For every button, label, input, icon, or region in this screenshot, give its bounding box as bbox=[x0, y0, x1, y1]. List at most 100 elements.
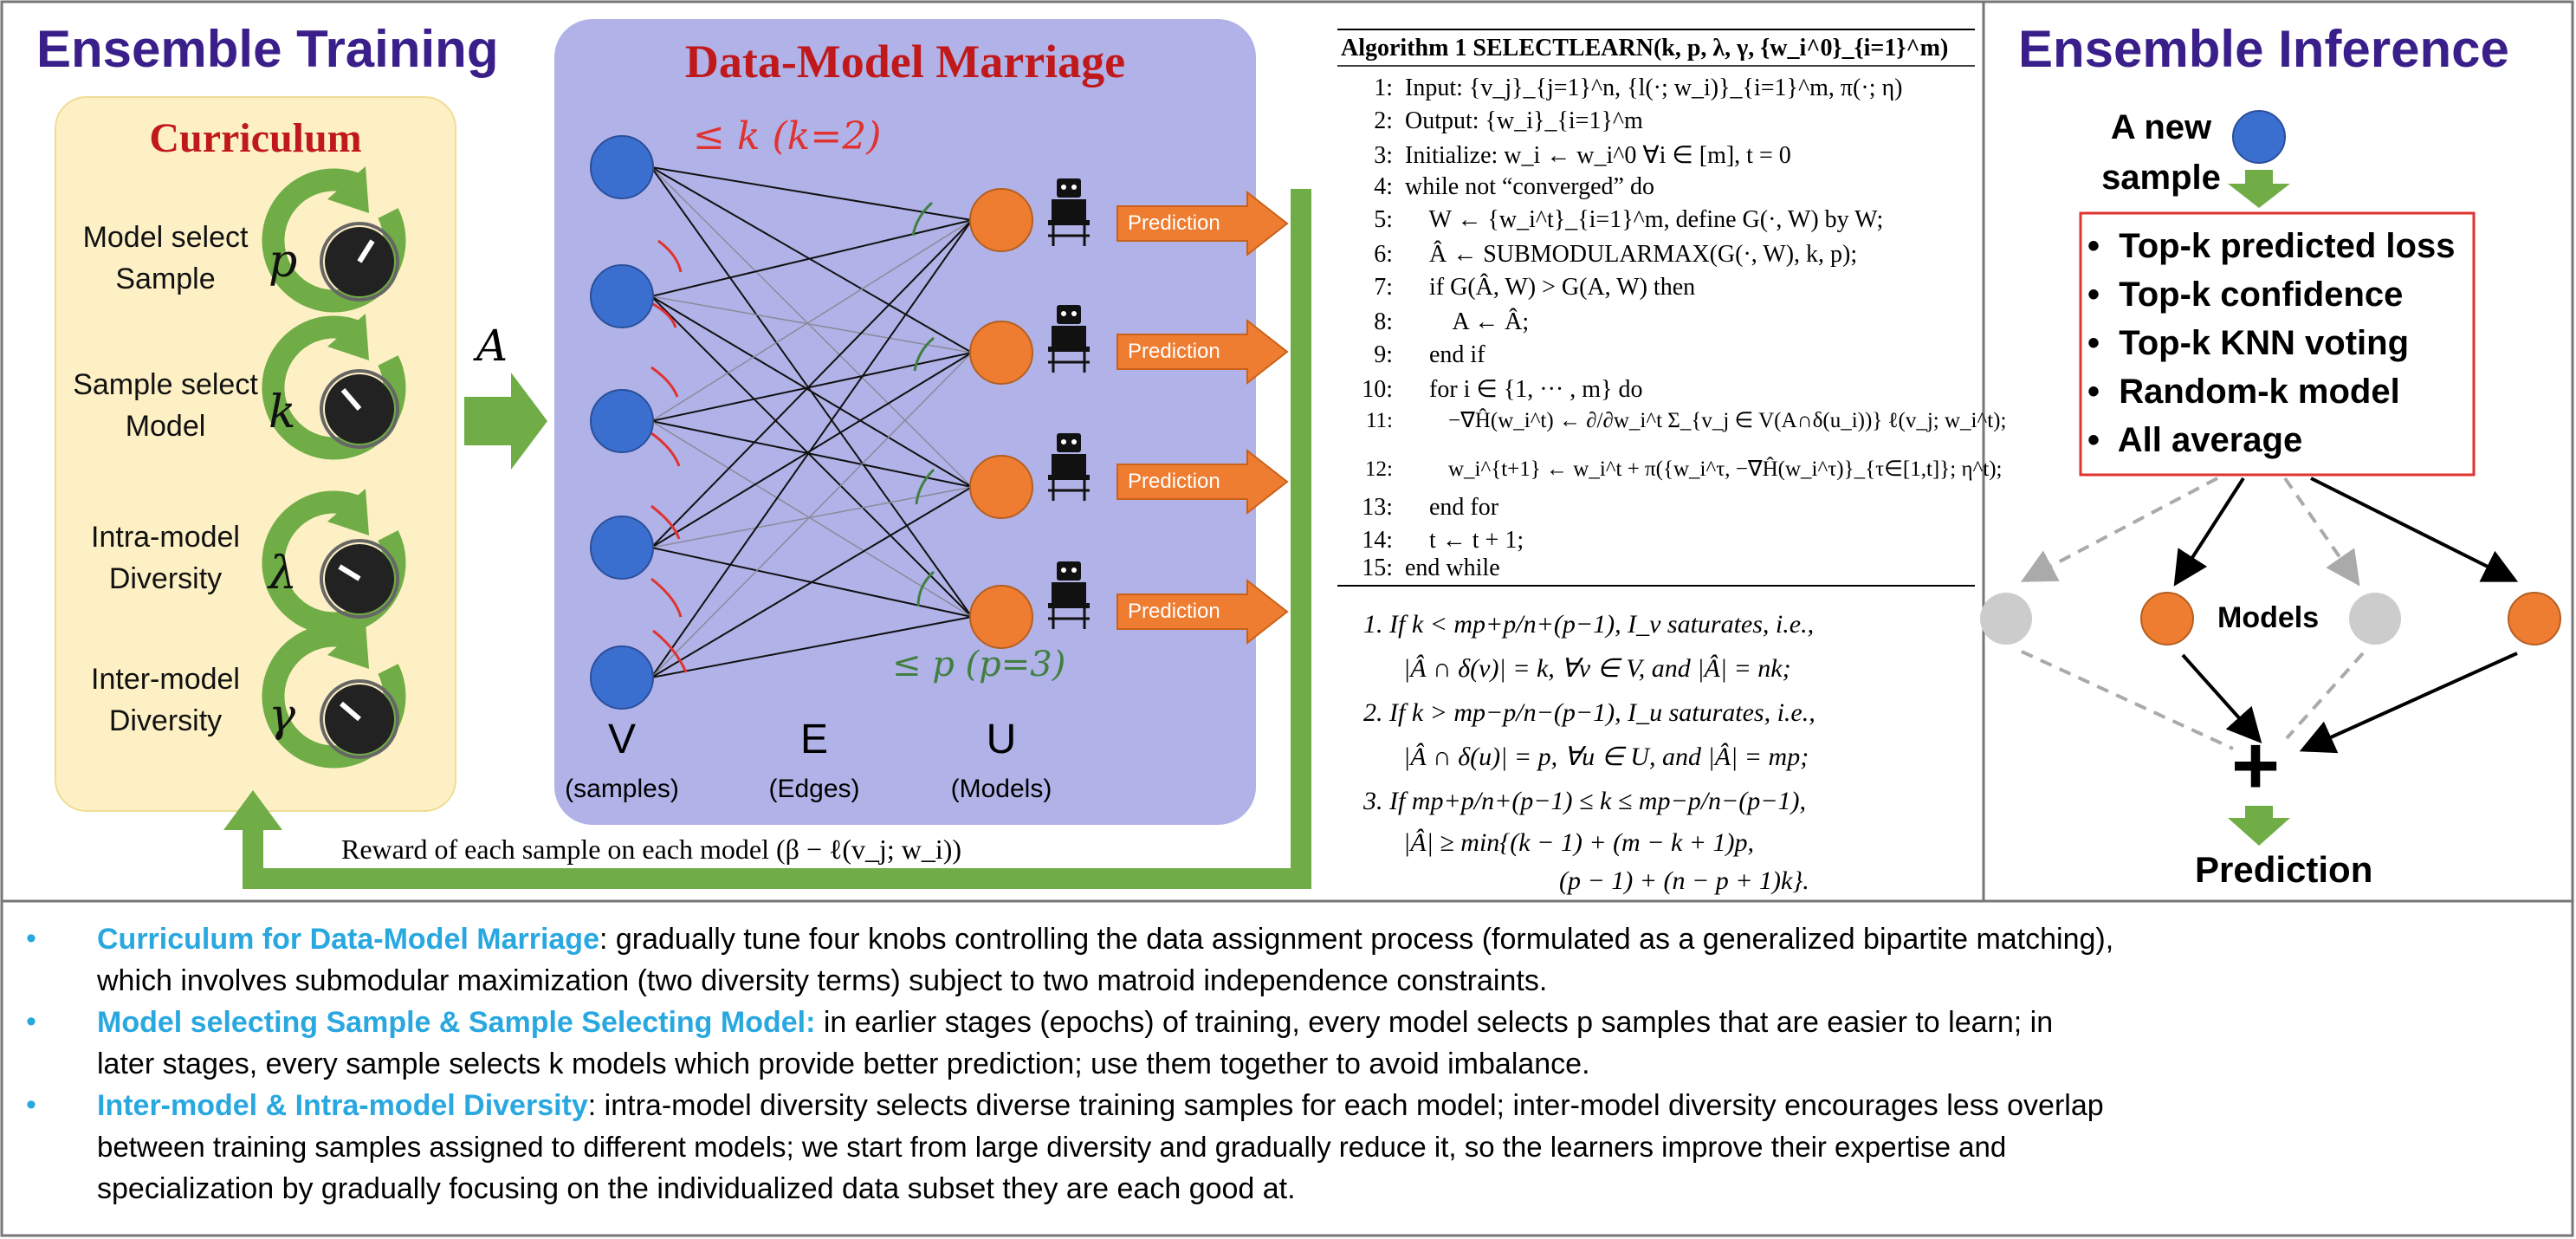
active-model-node bbox=[2508, 592, 2561, 645]
edge bbox=[650, 616, 973, 678]
prediction-arrow bbox=[1116, 448, 1289, 516]
algorithm-title: Algorithm 1 SELECTLEARN(k, p, λ, γ, {w_i… bbox=[1341, 35, 1949, 62]
model-node bbox=[969, 455, 1033, 519]
algo-line: 11: −∇Ĥ(w_i^t) ← ∂/∂w_i^t Σ_{v_j ∈ V(A∩δ… bbox=[1365, 409, 2007, 432]
k-constraint-arc bbox=[657, 239, 683, 273]
column-sub-U: (Models) bbox=[950, 775, 1052, 803]
sample-node bbox=[590, 389, 654, 453]
edge bbox=[650, 420, 973, 488]
edge bbox=[650, 166, 973, 488]
algo-line: 15:end while bbox=[1362, 555, 1500, 581]
method-item: • Top-k predicted loss bbox=[2087, 227, 2456, 265]
knob-p bbox=[262, 166, 406, 313]
knob-symbol-k: k bbox=[269, 386, 296, 438]
edge bbox=[650, 420, 973, 618]
edge bbox=[650, 486, 973, 678]
edge bbox=[650, 295, 973, 618]
active-model-node bbox=[2140, 592, 2194, 645]
method-item: • All average bbox=[2087, 421, 2303, 459]
method-item: • Random-k model bbox=[2087, 373, 2400, 411]
column-sub-E: (Edges) bbox=[768, 775, 860, 803]
edge bbox=[650, 295, 973, 488]
p-constraint-label: ≤ p (p=3) bbox=[892, 645, 1066, 684]
sample-node bbox=[590, 516, 654, 580]
robot-icon bbox=[1048, 561, 1090, 629]
knob-symbol-lambda: λ bbox=[269, 548, 297, 600]
arrow-label-A: A bbox=[476, 321, 508, 371]
bullet-3-line3: specialization by gradually focusing on … bbox=[97, 1172, 1296, 1205]
knob-lambda bbox=[262, 489, 406, 635]
algo-line: 6: Â ← SUBMODULARMAX(G(·, W), k, p); bbox=[1374, 241, 1858, 268]
edge bbox=[650, 352, 973, 678]
edge bbox=[650, 352, 973, 422]
property-1-line1: 1. If k < mp+p/n+(p−1), I_v saturates, i… bbox=[1363, 610, 1815, 639]
property-3-line3: (p − 1) + (n − p + 1)k}. bbox=[1559, 866, 1809, 895]
algo-line: 4:while not “converged” do bbox=[1374, 173, 1654, 200]
algo-line: 2:Output: {w_i}_{i=1}^m bbox=[1374, 107, 1643, 134]
property-1-line2: |Â ∩ δ(v)| = k, ∀v ∈ V, and |Â| = nk; bbox=[1403, 654, 1791, 683]
models-label: Models bbox=[2217, 601, 2320, 634]
training-title: Ensemble Training bbox=[36, 20, 499, 78]
edge bbox=[650, 219, 973, 548]
knob-symbol-gamma: γ bbox=[269, 690, 296, 742]
property-2-line2: |Â ∩ δ(u)| = p, ∀u ∈ U, and |Â| = mp; bbox=[1403, 743, 1809, 771]
curriculum-title: Curriculum bbox=[149, 115, 362, 161]
bullet-2-line1: Model selecting Sample & Sample Selectin… bbox=[97, 1006, 2054, 1039]
prediction-arrow bbox=[1116, 190, 1289, 257]
model-node bbox=[969, 321, 1033, 385]
property-3-line2: |Â| ≥ min{(k − 1) + (m − k + 1)p, bbox=[1403, 828, 1755, 857]
bullet-2-line2: later stages, every sample selects k mod… bbox=[97, 1048, 1590, 1080]
prediction-label: Prediction bbox=[1128, 211, 1220, 235]
inactive-model-node bbox=[2349, 593, 2401, 645]
robot-icon bbox=[1048, 305, 1090, 373]
bullet-dot: • bbox=[26, 1005, 36, 1038]
algo-line: 9: end if bbox=[1374, 341, 1485, 368]
sample-node bbox=[590, 264, 654, 328]
method-item: • Top-k KNN voting bbox=[2087, 324, 2409, 362]
algo-line: 3:Initialize: w_i ← w_i^0 ∀i ∈ [m], t = … bbox=[1374, 142, 1791, 169]
prediction-down-arrow bbox=[2228, 806, 2290, 846]
property-2-line1: 2. If k > mp−p/n−(p−1), I_u saturates, i… bbox=[1363, 698, 1815, 727]
model-nodes bbox=[969, 188, 1033, 649]
knob-gamma bbox=[262, 622, 406, 769]
column-letter-V: V bbox=[607, 717, 636, 762]
bullet-dot: • bbox=[26, 1088, 36, 1121]
bipartite-edges bbox=[650, 166, 973, 678]
model-node bbox=[969, 585, 1033, 649]
plus-sign: + bbox=[2231, 719, 2281, 812]
arrow-A bbox=[464, 373, 547, 470]
model-node bbox=[969, 188, 1033, 252]
prediction-arrow bbox=[1116, 318, 1289, 386]
robot-icon bbox=[1048, 178, 1090, 246]
reward-label: Reward of each sample on each model (β −… bbox=[341, 834, 962, 865]
edge bbox=[650, 219, 973, 297]
bullet-3-line2: between training samples assigned to dif… bbox=[97, 1131, 2007, 1163]
edge bbox=[650, 295, 973, 354]
prediction-label: Prediction bbox=[1128, 340, 1220, 363]
inactive-model-node bbox=[1980, 593, 2032, 645]
robot-icon bbox=[1048, 433, 1090, 501]
algo-line: 1:Input: {v_j}_{j=1}^n, {l(·; w_i)}_{i=1… bbox=[1374, 75, 1903, 101]
edge bbox=[650, 166, 973, 354]
sample-node bbox=[590, 645, 654, 710]
bullet-1-line2: which involves submodular maximization (… bbox=[97, 964, 1548, 997]
edge bbox=[650, 219, 973, 678]
methods-box bbox=[2079, 211, 2476, 477]
column-sub-V: (samples) bbox=[565, 775, 679, 803]
edge bbox=[650, 219, 973, 422]
property-3-line1: 3. If mp+p/n+(p−1) ≤ k ≤ mp−p/n−(p−1), bbox=[1363, 787, 1806, 815]
p-constraint-arc bbox=[911, 201, 934, 237]
new-sample-node bbox=[2232, 110, 2286, 164]
bullet-dot: • bbox=[26, 922, 36, 955]
algo-line: 8: A ← Â; bbox=[1374, 308, 1530, 335]
bullet-1-line1: Curriculum for Data-Model Marriage: grad… bbox=[97, 923, 2114, 956]
prediction-label: Prediction bbox=[1128, 470, 1220, 493]
reward-feedback-loop bbox=[243, 189, 1311, 889]
